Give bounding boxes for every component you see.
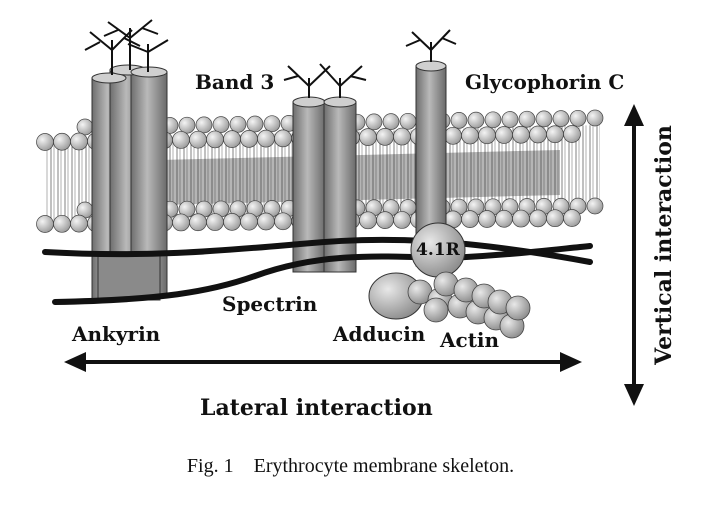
lipid-head bbox=[529, 209, 547, 228]
vertical-interaction-label: Vertical interaction bbox=[651, 125, 677, 365]
lipid-head bbox=[76, 118, 94, 136]
vertical-arrow bbox=[624, 104, 644, 406]
lateral-arrow bbox=[64, 352, 582, 372]
lipid-head bbox=[495, 209, 513, 228]
lipid-head bbox=[172, 131, 190, 149]
lipid-head bbox=[36, 215, 54, 233]
adducin-label: Adducin bbox=[333, 322, 426, 346]
lipid-head bbox=[518, 110, 536, 128]
lipid-head bbox=[240, 130, 258, 148]
lipid-head bbox=[563, 209, 581, 227]
lipid-head bbox=[263, 115, 281, 133]
actin-monomer bbox=[505, 295, 531, 321]
lipid-head bbox=[240, 212, 258, 231]
lipid-head bbox=[478, 126, 496, 145]
lipid-head bbox=[229, 115, 247, 133]
glycan-tree-middle bbox=[283, 63, 367, 98]
lipid-head bbox=[365, 113, 383, 131]
lipid-head bbox=[569, 109, 587, 127]
lipid-head bbox=[529, 125, 547, 144]
lipid-head bbox=[359, 211, 377, 230]
lipid-head bbox=[563, 125, 581, 143]
lipid-head bbox=[189, 130, 207, 149]
lipid-head bbox=[178, 116, 196, 134]
lipid-head bbox=[450, 112, 468, 129]
lipid-head bbox=[382, 113, 400, 130]
glycan-tree-left bbox=[84, 19, 169, 75]
lipid-head bbox=[461, 210, 479, 229]
lipid-head bbox=[172, 213, 190, 232]
actin-monomer bbox=[423, 297, 449, 323]
lipid-head bbox=[274, 212, 292, 231]
spectrin-filaments bbox=[42, 236, 593, 305]
lipid-head bbox=[546, 125, 564, 144]
spectrin-label: Spectrin bbox=[222, 292, 318, 316]
lipid-head bbox=[53, 214, 71, 233]
lipid-head bbox=[546, 209, 564, 228]
caption-text: Erythrocyte membrane skeleton. bbox=[253, 455, 515, 477]
lipid-head bbox=[246, 115, 264, 133]
actin-filament bbox=[407, 271, 531, 339]
lipid-head bbox=[223, 130, 241, 149]
lipid-head bbox=[212, 116, 230, 133]
lipid-head bbox=[399, 112, 417, 130]
lipid-head bbox=[223, 213, 241, 231]
band3-left-cluster bbox=[91, 64, 168, 301]
protein-4-1r-label: 4.1R bbox=[416, 240, 460, 260]
lipid-head bbox=[495, 126, 513, 144]
lipid-head bbox=[586, 109, 604, 127]
lipid-head bbox=[467, 111, 485, 129]
lipid-head bbox=[461, 126, 479, 145]
lipid-head bbox=[393, 127, 411, 146]
lipid-head bbox=[393, 211, 411, 229]
actin-label: Actin bbox=[440, 328, 500, 352]
figure-caption: Fig. 1 Erythrocyte membrane skeleton. bbox=[0, 455, 701, 478]
lipid-head bbox=[53, 132, 71, 151]
lipid-head bbox=[70, 132, 88, 151]
glycan-tree-right bbox=[405, 29, 457, 62]
lipid-head bbox=[189, 213, 207, 232]
lipid-head bbox=[70, 214, 88, 233]
lipid-head bbox=[552, 110, 570, 127]
lipid-head bbox=[206, 130, 224, 149]
lipid-head bbox=[512, 209, 530, 228]
lipid-head bbox=[376, 211, 394, 229]
lipid-head bbox=[586, 197, 604, 215]
lipid-head bbox=[478, 210, 496, 228]
lateral-interaction-label: Lateral interaction bbox=[200, 395, 433, 421]
band3-label: Band 3 bbox=[195, 70, 275, 94]
lipid-head bbox=[484, 111, 502, 129]
lipid-head bbox=[274, 129, 292, 148]
ankyrin-label: Ankyrin bbox=[72, 322, 161, 346]
lipid-head bbox=[257, 212, 275, 231]
lipid-head bbox=[376, 127, 394, 146]
lipid-head bbox=[512, 125, 530, 144]
caption-fig-number: Fig. 1 bbox=[186, 455, 234, 477]
lipid-head bbox=[195, 116, 213, 134]
lipid-head bbox=[501, 111, 519, 128]
lipid-head bbox=[444, 126, 462, 145]
glycophorin-label: Glycophorin C bbox=[465, 70, 625, 94]
lipid-head bbox=[206, 213, 224, 231]
lipid-head bbox=[359, 128, 377, 146]
lipid-head bbox=[36, 133, 54, 151]
lipid-head bbox=[535, 110, 553, 128]
lipid-head bbox=[257, 129, 275, 148]
